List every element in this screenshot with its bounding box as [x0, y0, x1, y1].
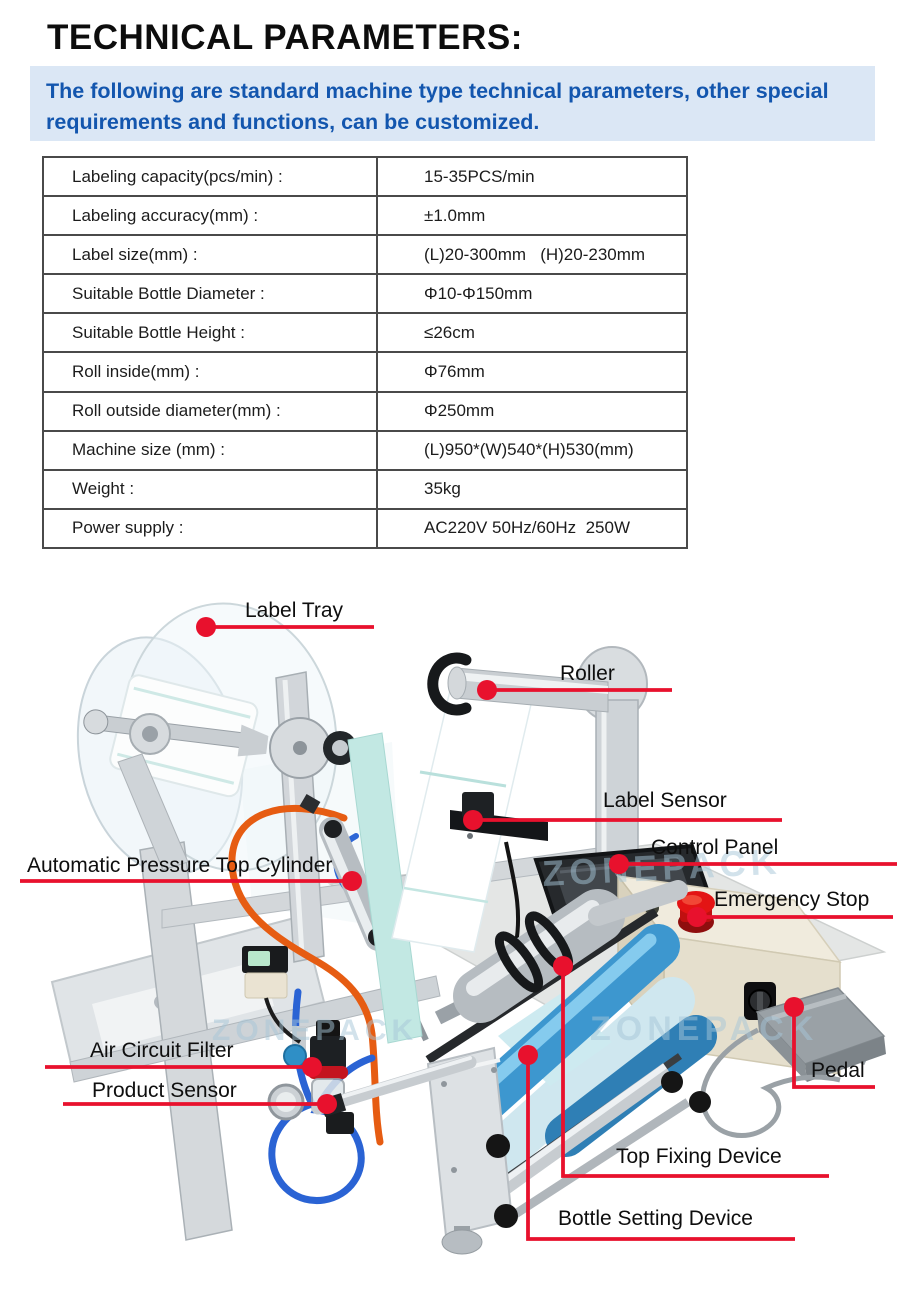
spec-value: AC220V 50Hz/60Hz 250W [376, 507, 688, 550]
spec-label: Roll outside diameter(mm) : [42, 390, 378, 432]
callout-label-air-circuit-filter: Air Circuit Filter [90, 1039, 234, 1062]
spec-label: Label size(mm) : [42, 234, 378, 276]
callout-dot [463, 810, 483, 830]
callout-emergency-stop [687, 907, 893, 927]
callout-product-sensor [63, 1094, 337, 1114]
callout-line [792, 1007, 875, 1089]
spec-row: Label size(mm) :(L)20-300mm (H)20-230mm [42, 234, 688, 276]
callout-top-fixing-device [553, 956, 829, 1178]
spec-value: Φ10-Φ150mm [376, 273, 688, 315]
callout-air-circuit-filter [45, 1057, 322, 1077]
spec-row: Weight :35kg [42, 468, 688, 510]
spec-row: Suitable Bottle Height :≤26cm [42, 312, 688, 354]
spec-value: 35kg [376, 468, 688, 510]
spec-label: Labeling accuracy(mm) : [42, 195, 378, 237]
callout-label-bottle-setting-device: Bottle Setting Device [558, 1207, 753, 1230]
callout-auto-pressure-top-cylinder [20, 871, 362, 891]
callout-dot [302, 1057, 322, 1077]
callout-dot [553, 956, 573, 976]
callout-roller [477, 680, 672, 700]
callout-label-product-sensor: Product Sensor [92, 1079, 237, 1102]
spec-value: ±1.0mm [376, 195, 688, 237]
spec-value: (L)20-300mm (H)20-230mm [376, 234, 688, 276]
callout-label-auto-pressure-top-cylinder: Automatic Pressure Top Cylinder [27, 854, 333, 877]
spec-value: Φ250mm [376, 390, 688, 432]
callout-dot [342, 871, 362, 891]
machine-illustration: ZONEPACK ZONEPACK ZONEPACK [20, 602, 897, 1255]
fiber-sensor-box [242, 946, 302, 1044]
spec-label: Weight : [42, 468, 378, 510]
spec-row: Labeling accuracy(mm) :±1.0mm [42, 195, 688, 237]
spec-value: (L)950*(W)540*(H)530(mm) [376, 429, 688, 471]
watermark-text: ZONEPACK [590, 1010, 818, 1048]
front-frame-plate [426, 1046, 518, 1255]
spec-row: Labeling capacity(pcs/min) :15-35PCS/min [42, 155, 688, 198]
callout-dot [196, 617, 216, 637]
callout-label-top-fixing-device: Top Fixing Device [616, 1145, 782, 1168]
spec-value: ≤26cm [376, 312, 688, 354]
callout-pedal [784, 997, 875, 1089]
spec-label: Power supply : [42, 507, 378, 550]
callout-dot [477, 680, 497, 700]
spec-value: Φ76mm [376, 351, 688, 393]
spec-row: Suitable Bottle Diameter :Φ10-Φ150mm [42, 273, 688, 315]
callout-control-panel [609, 854, 897, 874]
callout-label-pedal: Pedal [811, 1059, 865, 1082]
callout-label-control-panel: Control Panel [651, 836, 779, 859]
page-title: TECHNICAL PARAMETERS: [47, 18, 523, 57]
spec-label: Suitable Bottle Height : [42, 312, 378, 354]
callout-bottle-setting-device [518, 1045, 795, 1241]
spec-row: Roll outside diameter(mm) :Φ250mm [42, 390, 688, 432]
callout-label-label-tray: Label Tray [245, 599, 344, 622]
callout-label-label-sensor: Label Sensor [603, 789, 727, 812]
callout-dot [317, 1094, 337, 1114]
callout-dot [784, 997, 804, 1017]
spec-row: Roll inside(mm) :Φ76mm [42, 351, 688, 393]
notice-banner: The following are standard machine type … [30, 66, 875, 141]
callout-line [526, 1055, 795, 1241]
callout-label-emergency-stop: Emergency Stop [714, 888, 870, 911]
spec-label: Labeling capacity(pcs/min) : [42, 155, 378, 198]
spec-row: Power supply :AC220V 50Hz/60Hz 250W [42, 507, 688, 550]
spec-label: Suitable Bottle Diameter : [42, 273, 378, 315]
spec-label: Roll inside(mm) : [42, 351, 378, 393]
spec-value: 15-35PCS/min [376, 155, 688, 198]
callout-dot [609, 854, 629, 874]
notice-text: The following are standard machine type … [46, 79, 829, 135]
callout-label-tray [196, 617, 374, 637]
callout-label-roller: Roller [560, 662, 615, 685]
spec-table-grid: Labeling capacity(pcs/min) :15-35PCS/min… [42, 155, 688, 550]
watermark-text: ZONEPACK [212, 1014, 418, 1047]
pedal-cable [700, 1027, 841, 1138]
spec-table: Labeling capacity(pcs/min) :15-35PCS/min… [42, 155, 688, 550]
callout-label-sensor [463, 810, 782, 830]
spec-label: Machine size (mm) : [42, 429, 378, 471]
spec-row: Machine size (mm) :(L)950*(W)540*(H)530(… [42, 429, 688, 471]
callout-dot [687, 907, 707, 927]
callout-dot [518, 1045, 538, 1065]
callout-lines [20, 617, 897, 1241]
callout-line [561, 966, 829, 1178]
